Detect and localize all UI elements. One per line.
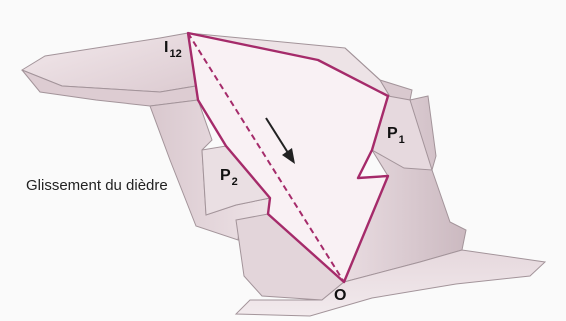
diagram-caption: Glissement du dièdre: [26, 177, 168, 194]
label-plane-1: P1: [387, 125, 405, 146]
intersection-line: [187, 32, 345, 283]
label-origin: O: [334, 287, 347, 304]
p2-step-block: [201, 145, 271, 216]
sliding-direction-arrow-icon: [265, 117, 295, 164]
label-intersection: I12: [164, 39, 182, 60]
bottom-slab: [234, 249, 547, 317]
wedge-outline: [186, 31, 390, 284]
label-plane-2: P2: [220, 167, 238, 188]
